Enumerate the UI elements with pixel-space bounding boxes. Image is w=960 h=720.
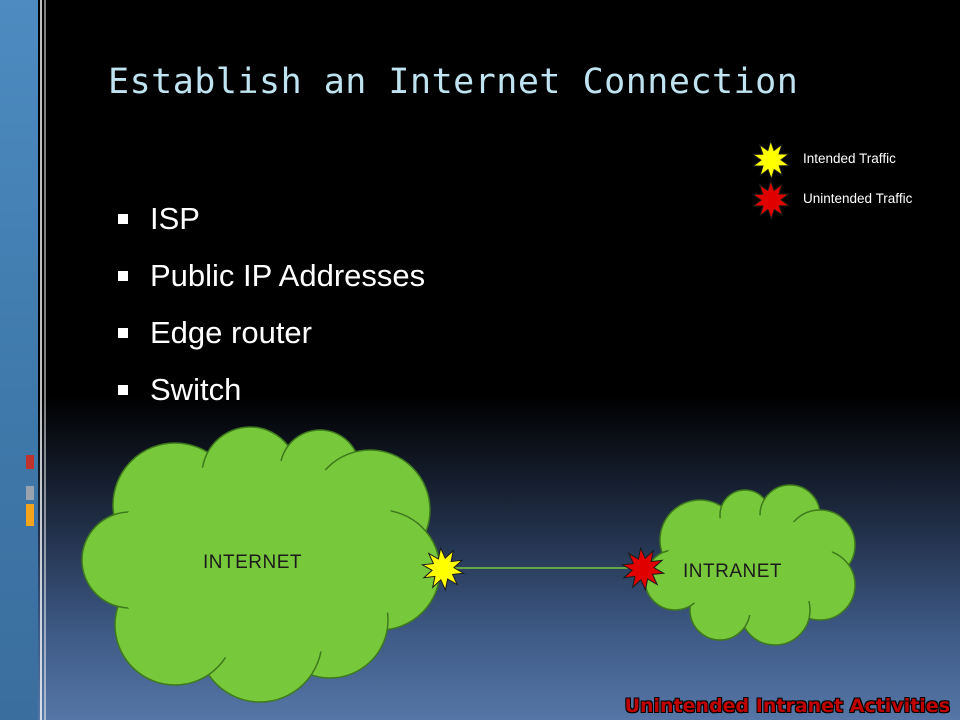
- marker-red: [26, 455, 34, 469]
- legend-intended-label: Intended Traffic: [803, 151, 896, 166]
- bullet-item: Edge router: [118, 304, 425, 361]
- square-bullet-icon: [118, 327, 128, 338]
- square-bullet-icon: [118, 213, 128, 224]
- legend-intended-burst-icon: [751, 139, 791, 181]
- legend-unintended-label: Unintended Traffic: [803, 191, 913, 206]
- bullet-text: Public IP Addresses: [150, 257, 426, 293]
- bullet-item: ISP: [118, 190, 425, 247]
- intranet-label: INTRANET: [683, 561, 782, 582]
- internet-label: INTERNET: [203, 552, 302, 573]
- legend-unintended-burst-icon: [751, 179, 791, 221]
- bullet-item: Public IP Addresses: [118, 247, 425, 304]
- bullet-item: Switch: [118, 361, 425, 418]
- square-bullet-icon: [118, 270, 128, 281]
- bullet-text: Edge router: [150, 314, 312, 350]
- footer-title: Unintended Intranet Activities: [624, 695, 950, 717]
- left-accent-bar: [0, 0, 38, 720]
- internet-cloud: [81, 426, 441, 703]
- intranet-cloud: [644, 484, 856, 646]
- intended-traffic-burst-icon: [420, 546, 466, 592]
- bullet-text: Switch: [150, 371, 242, 407]
- square-bullet-icon: [118, 384, 128, 395]
- unintended-traffic-burst-icon: [620, 546, 666, 592]
- marker-gray: [26, 486, 34, 500]
- slide-title: Establish an Internet Connection: [108, 62, 799, 102]
- bullet-text: ISP: [150, 200, 200, 236]
- marker-orange: [26, 504, 34, 526]
- bullet-list: ISP Public IP Addresses Edge router Swit…: [118, 190, 425, 418]
